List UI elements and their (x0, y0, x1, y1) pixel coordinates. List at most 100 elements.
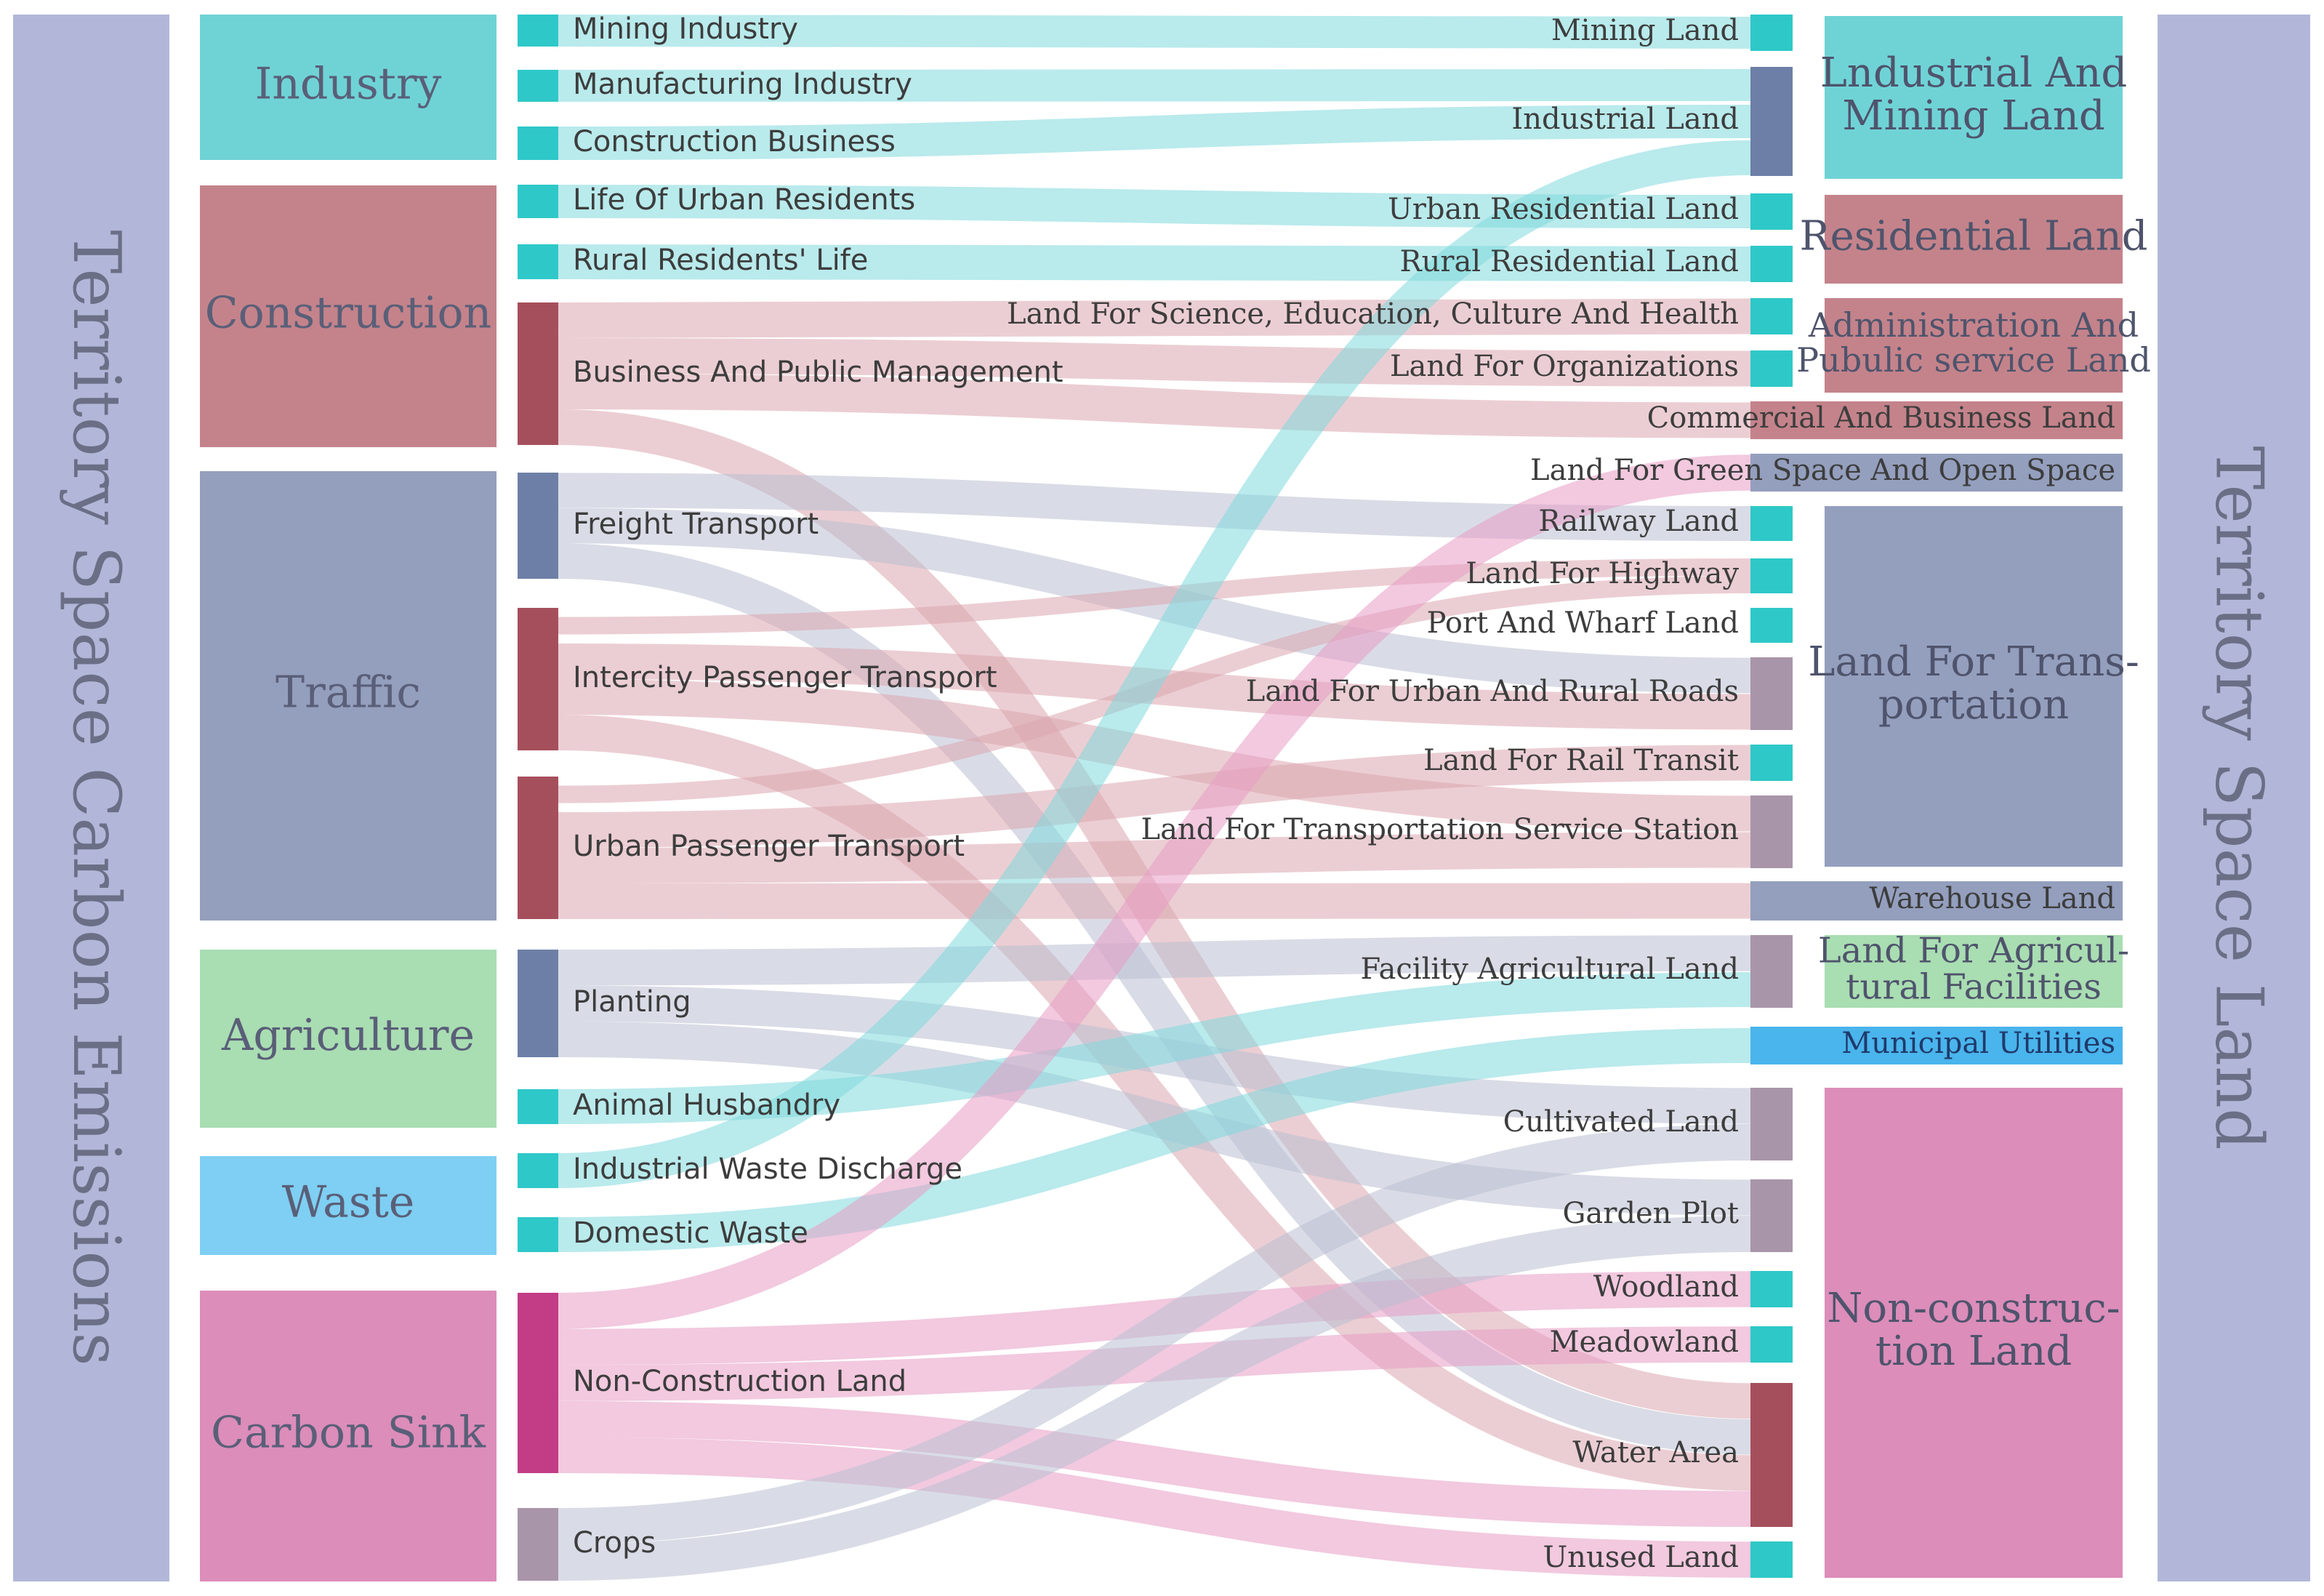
link-urban_passenger-rail_transit (558, 745, 1751, 848)
sector-node-agriculture: Agriculture (200, 950, 496, 1128)
link-manufacturing_industry-industrial_land (558, 69, 1751, 102)
land-label: Urban Residential Land (1388, 193, 1739, 226)
left-banner-text: Territory Space Carbon Emissions (58, 230, 134, 1366)
land-label: Land For Highway (1465, 557, 1739, 590)
source-label: Life Of Urban Residents (573, 183, 915, 217)
link-planting-garden_plot (558, 1021, 1751, 1216)
source-label: Business And Public Management (573, 356, 1064, 389)
source-label: Domestic Waste (573, 1216, 808, 1250)
land-node-garden-plot: Garden Plot (1562, 1179, 1793, 1252)
link-intercity-highway_land (558, 558, 1751, 635)
sector-node-carbon-sink: Carbon Sink (200, 1291, 496, 1581)
category-label-line: Land For Agricul- (1818, 930, 2129, 971)
land-label: Cultivated Land (1503, 1105, 1739, 1139)
category-node-residential-cat: Residential Land (1799, 195, 2148, 284)
land-node-mining-land: Mining Land (1551, 14, 1793, 51)
source-label: Crops (573, 1526, 656, 1560)
source-label: Manufacturing Industry (573, 68, 912, 101)
source-node-freight: Freight Transport (518, 473, 819, 579)
source-node-business-public: Business And Public Management (518, 302, 1064, 445)
source-label: Planting (573, 985, 691, 1019)
right-banner: Territory Space Land (2158, 15, 2310, 1581)
land-label: Municipal Utilities (1841, 1027, 2115, 1060)
link-construction_business-industrial_land (558, 105, 1751, 160)
sector-label: Agriculture (221, 1010, 475, 1061)
land-node-commercial-land: Commercial And Business Land (1647, 401, 2123, 439)
category-label-line: Mining Land (1842, 92, 2104, 140)
land-node-meadowland: Meadowland (1550, 1326, 1793, 1363)
land-label: Mining Land (1551, 14, 1739, 47)
link-industrial_waste-industrial_land (558, 140, 1751, 1188)
land-label: Garden Plot (1562, 1197, 1739, 1230)
category-label-line: Administration And (1808, 305, 2139, 345)
source-label: Animal Husbandry (573, 1088, 840, 1122)
link-urban_passenger-service_station (558, 832, 1751, 883)
land-label: Railway Land (1538, 505, 1739, 538)
land-label: Rural Residential Land (1399, 245, 1739, 278)
land-node-rail-transit: Land For Rail Transit (1423, 744, 1793, 781)
category-label-line: Lndustrial And (1820, 49, 2128, 97)
source-node-urban-residents: Life Of Urban Residents (518, 183, 915, 218)
link-non_construction-green_space (558, 454, 1751, 1329)
link-business_public-organizations_land (558, 338, 1751, 387)
right-banner-text: Territory Space Land (2201, 446, 2277, 1150)
category-label-line: Residential Land (1799, 213, 2147, 260)
land-label: Land For Transportation Service Station (1141, 813, 1739, 846)
link-non_construction-unused_land (558, 1437, 1751, 1578)
sector-node-traffic: Traffic (200, 471, 496, 921)
land-node-cultivated: Cultivated Land (1503, 1088, 1793, 1160)
land-label: Land For Rail Transit (1423, 744, 1739, 777)
sector-node-industry: Industry (200, 15, 496, 160)
source-node-manufacturing-industry: Manufacturing Industry (518, 68, 912, 102)
land-label: Facility Agricultural Land (1360, 953, 1739, 986)
sector-node-waste: Waste (200, 1156, 496, 1255)
source-label: Non-Construction Land (573, 1365, 906, 1398)
source-node-crops: Crops (518, 1508, 656, 1581)
source-node-intercity: Intercity Passenger Transport (518, 608, 997, 750)
land-label: Meadowland (1550, 1326, 1739, 1359)
source-node-mining-industry: Mining Industry (518, 12, 798, 47)
source-label: Construction Business (573, 125, 896, 159)
category-label-line: tion Land (1875, 1328, 2072, 1375)
land-node-railway-land: Railway Land (1538, 505, 1793, 541)
land-node-facility-agri: Facility Agricultural Land (1360, 935, 1793, 1008)
land-node-woodland: Woodland (1593, 1270, 1793, 1307)
land-node-municipal: Municipal Utilities (1750, 1027, 2123, 1064)
land-node-port-land: Port And Wharf Land (1427, 606, 1793, 643)
land-label: Land For Organizations (1390, 350, 1739, 383)
sector-node-construction: Construction (200, 185, 496, 447)
source-label: Mining Industry (573, 12, 798, 46)
sector-label: Construction (205, 288, 492, 339)
link-crops-garden_plot (558, 1216, 1751, 1581)
source-node-construction-business: Construction Business (518, 125, 896, 160)
land-node-warehouse-land: Warehouse Land (1750, 881, 2123, 921)
source-label: Urban Passenger Transport (573, 830, 965, 863)
source-label: Industrial Waste Discharge (573, 1152, 962, 1186)
link-intercity-service_station (558, 679, 1751, 832)
land-node-rural-res-land: Rural Residential Land (1399, 245, 1793, 282)
land-label: Port And Wharf Land (1427, 606, 1739, 640)
land-node-highway-land: Land For Highway (1465, 557, 1793, 593)
link-rural_residents-rural_res_land (558, 244, 1751, 281)
link-mining_industry-mining_land (558, 15, 1751, 49)
land-label: Industrial Land (1511, 103, 1739, 136)
link-non_construction-meadowland (558, 1326, 1751, 1401)
land-node-organizations-land: Land For Organizations (1390, 350, 1793, 387)
category-node-agri-facilities-cat: Land For Agricul-tural Facilities (1818, 930, 2129, 1008)
link-business_public-commercial_land (558, 374, 1751, 438)
land-node-water-area: Water Area (1572, 1383, 1793, 1527)
source-node-urban-passenger: Urban Passenger Transport (518, 777, 965, 919)
link-non_construction-water_area (558, 1400, 1751, 1527)
source-node-animal-husbandry: Animal Husbandry (518, 1088, 840, 1124)
category-node-transport-cat: Land For Trans-portation (1808, 506, 2139, 867)
land-node-science-land: Land For Science, Education, Culture And… (1007, 297, 1793, 334)
land-label: Commercial And Business Land (1647, 401, 2115, 435)
source-node-planting: Planting (518, 950, 691, 1057)
sector-label: Traffic (276, 667, 421, 718)
category-label-line: Pubulic service Land (1796, 340, 2151, 380)
sector-label: Waste (282, 1177, 415, 1228)
